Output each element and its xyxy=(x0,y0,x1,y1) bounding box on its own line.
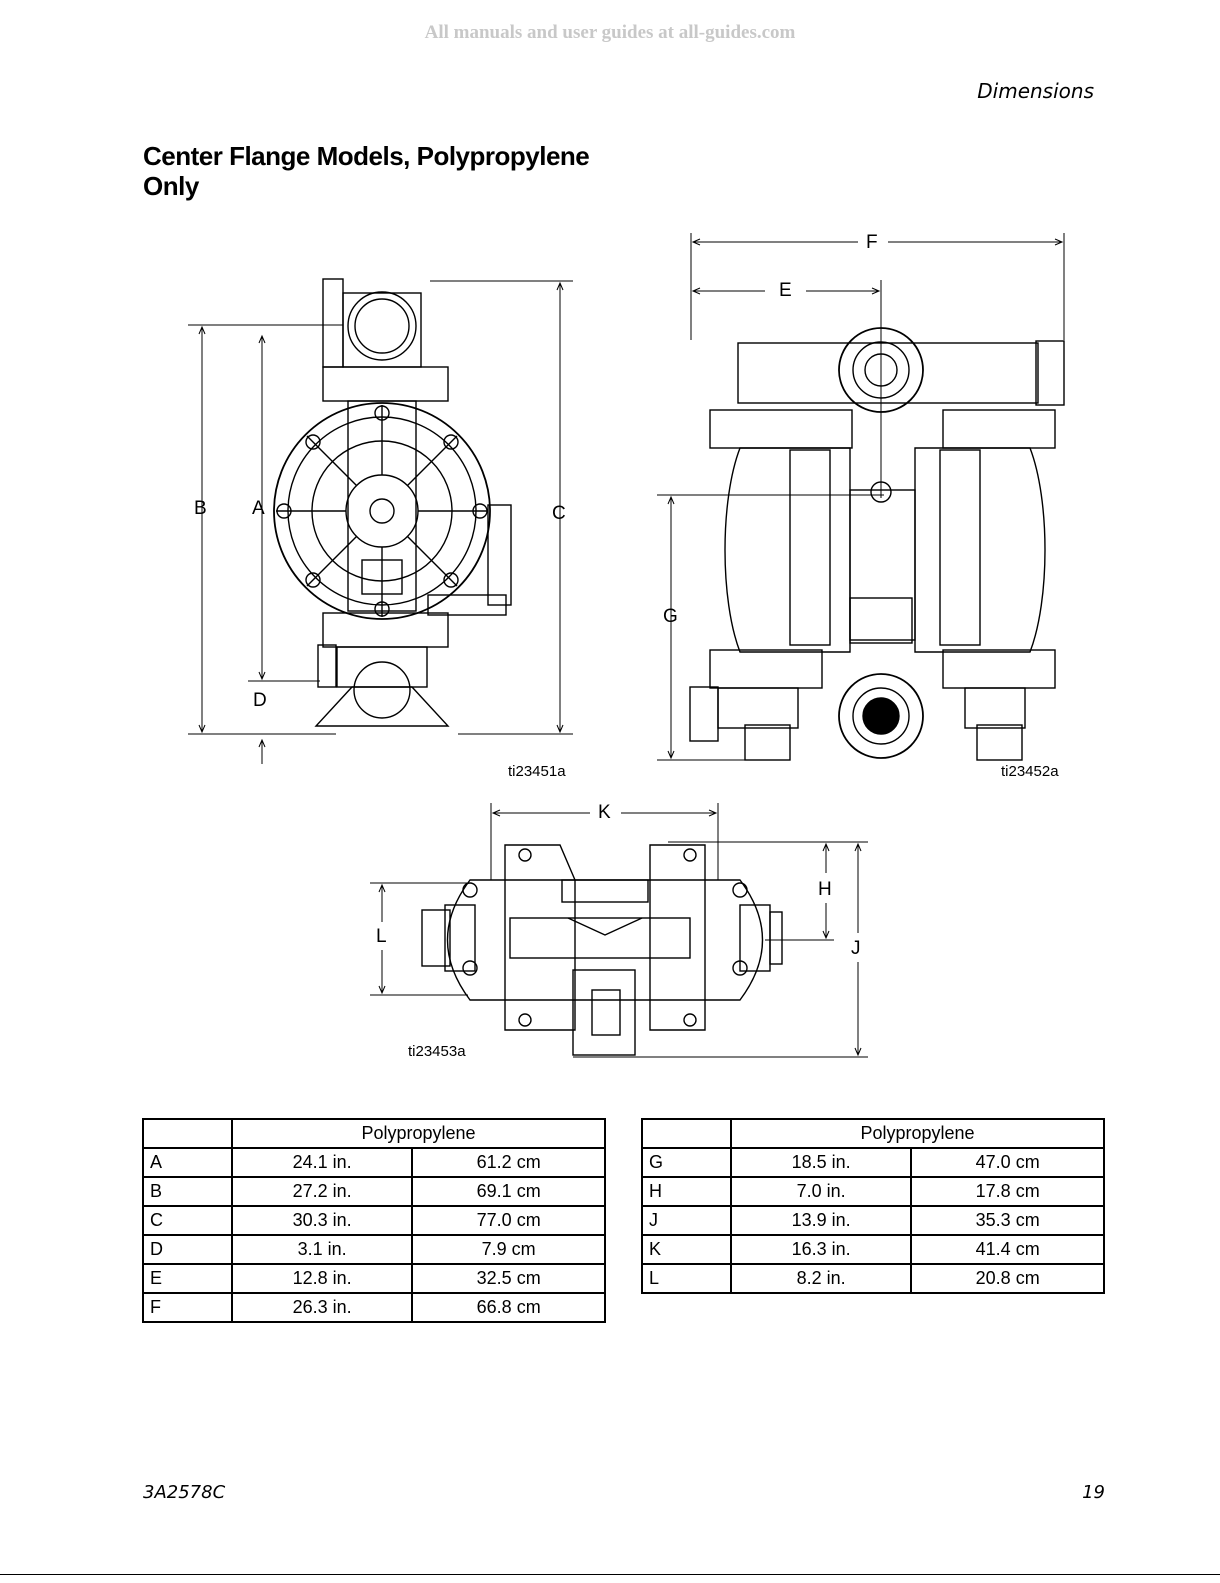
row-cm: 61.2 cm xyxy=(411,1147,606,1178)
table-header-material: Polypropylene xyxy=(231,1118,606,1149)
section-header: Dimensions xyxy=(977,79,1094,103)
table-header-row: Polypropylene xyxy=(641,1118,1105,1149)
row-cm: 47.0 cm xyxy=(910,1147,1105,1178)
row-key: B xyxy=(142,1176,233,1207)
row-cm: 35.3 cm xyxy=(910,1205,1105,1236)
row-inches: 26.3 in. xyxy=(230,1292,414,1323)
page-title-line-1: Center Flange Models, Polypropylene xyxy=(143,141,590,171)
dimension-label-K: K xyxy=(598,802,611,823)
figure-id-front-view: ti23452a xyxy=(1001,763,1059,780)
table-header-material: Polypropylene xyxy=(730,1118,1105,1149)
page-title: Center Flange Models, Polypropylene Only xyxy=(143,141,590,201)
row-cm: 32.5 cm xyxy=(411,1263,606,1294)
row-inches: 16.3 in. xyxy=(729,1234,913,1265)
page-number: 19 xyxy=(1082,1482,1105,1503)
row-cm: 66.8 cm xyxy=(411,1292,606,1323)
row-key: K xyxy=(641,1234,732,1265)
dimension-label-B: B xyxy=(194,498,207,519)
figure-id-side-view: ti23451a xyxy=(508,763,566,780)
row-key: D xyxy=(142,1234,233,1265)
row-cm: 69.1 cm xyxy=(411,1176,606,1207)
row-key: L xyxy=(641,1263,732,1294)
table-header-blank xyxy=(641,1118,732,1149)
figure-id-top-view: ti23453a xyxy=(408,1043,466,1060)
table-header-row: Polypropylene xyxy=(142,1118,606,1149)
row-cm: 20.8 cm xyxy=(910,1263,1105,1294)
page-title-line-2: Only xyxy=(143,171,199,201)
table-header-blank xyxy=(142,1118,233,1149)
row-key: C xyxy=(142,1205,233,1236)
row-cm: 77.0 cm xyxy=(411,1205,606,1236)
dimension-label-H: H xyxy=(818,879,832,900)
row-inches: 24.1 in. xyxy=(230,1147,414,1178)
watermark: All manuals and user guides at all-guide… xyxy=(424,22,796,43)
row-cm: 41.4 cm xyxy=(910,1234,1105,1265)
row-key: E xyxy=(142,1263,233,1294)
dimension-label-D: D xyxy=(253,690,267,711)
row-inches: 3.1 in. xyxy=(230,1234,414,1265)
top-view-dimension-lines xyxy=(370,803,868,1058)
row-key: A xyxy=(142,1147,233,1178)
front-view-pump-body xyxy=(689,327,1065,761)
row-inches: 13.9 in. xyxy=(729,1205,913,1236)
row-key: J xyxy=(641,1205,732,1236)
row-inches: 7.0 in. xyxy=(729,1176,913,1207)
row-inches: 18.5 in. xyxy=(729,1147,913,1178)
row-inches: 27.2 in. xyxy=(230,1176,414,1207)
front-view-dimension-lines xyxy=(657,233,1065,761)
row-inches: 30.3 in. xyxy=(230,1205,414,1236)
dimension-label-A: A xyxy=(252,498,265,519)
document-number: 3A2578C xyxy=(143,1482,226,1503)
row-key: H xyxy=(641,1176,732,1207)
row-inches: 8.2 in. xyxy=(729,1263,913,1294)
dimension-label-J: J xyxy=(851,938,861,959)
bottom-rule xyxy=(0,1574,1220,1575)
row-cm: 17.8 cm xyxy=(910,1176,1105,1207)
row-inches: 12.8 in. xyxy=(230,1263,414,1294)
side-view-pump-body xyxy=(273,278,512,727)
dimension-label-C: C xyxy=(552,503,566,524)
dimension-label-L: L xyxy=(376,926,387,947)
row-key: G xyxy=(641,1147,732,1178)
row-cm: 7.9 cm xyxy=(411,1234,606,1265)
dimension-label-E: E xyxy=(779,280,792,301)
top-view-pump-body xyxy=(421,844,783,1056)
dimension-label-F: F xyxy=(866,232,878,253)
dimension-label-G: G xyxy=(663,606,678,627)
row-key: F xyxy=(142,1292,233,1323)
side-view-dimension-lines xyxy=(188,280,573,764)
